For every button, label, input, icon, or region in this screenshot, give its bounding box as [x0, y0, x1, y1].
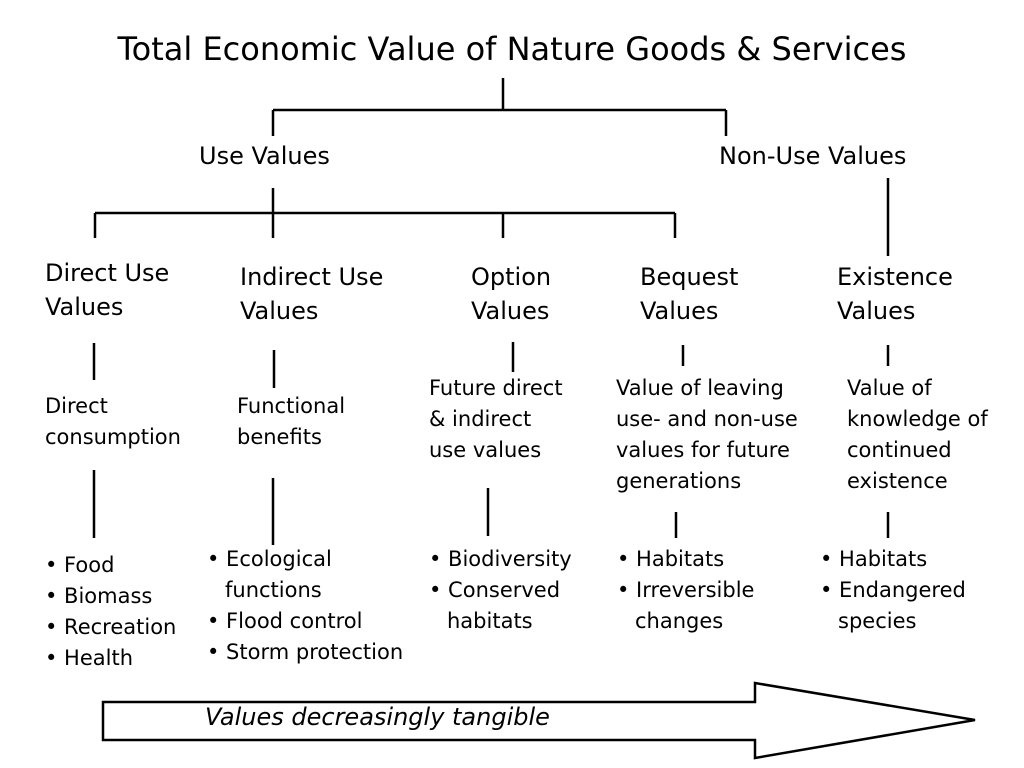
description-line: existence: [847, 469, 948, 493]
category-existence: Existence Values: [837, 260, 953, 328]
category-name-line1: Existence: [837, 263, 953, 291]
description-line: Future direct: [429, 376, 563, 400]
category-name-line1: Bequest: [640, 263, 739, 291]
description-line: benefits: [237, 425, 322, 449]
category-name-line1: Option: [471, 263, 552, 291]
examples-existence: • Habitats • Endangered species: [820, 544, 966, 637]
description-line: Value of: [847, 376, 932, 400]
category-name-line2: Values: [640, 297, 719, 325]
list-item: species: [838, 609, 917, 633]
list-item: • Endangered: [820, 578, 966, 602]
category-direct-use: Direct Use Values: [45, 256, 169, 324]
category-name-line2: Values: [471, 297, 550, 325]
list-item: • Recreation: [45, 615, 177, 639]
description-line: Direct: [45, 394, 108, 418]
tangibility-arrow: [101, 681, 976, 760]
category-name-line1: Indirect Use: [240, 263, 384, 291]
arrow-label: Values decreasingly tangible: [205, 703, 550, 731]
non-use-values-label: Non-Use Values: [719, 142, 907, 170]
examples-indirect-use: • Ecological functions • Flood control •…: [207, 544, 403, 668]
list-item: • Flood control: [207, 609, 363, 633]
list-item: habitats: [447, 609, 533, 633]
description-bequest: Value of leaving use- and non-use values…: [616, 373, 798, 497]
category-indirect-use: Indirect Use Values: [240, 260, 383, 328]
description-line: generations: [616, 469, 742, 493]
description-option: Future direct & indirect use values: [429, 373, 563, 466]
list-item: • Habitats: [820, 547, 928, 571]
examples-bequest: • Habitats • Irreversible changes: [617, 544, 754, 637]
list-item: • Food: [45, 553, 115, 577]
category-option: Option Values: [471, 260, 551, 328]
category-bequest: Bequest Values: [640, 260, 738, 328]
list-item: • Habitats: [617, 547, 725, 571]
examples-option: • Biodiversity • Conserved habitats: [429, 544, 572, 637]
list-item: • Irreversible: [617, 578, 755, 602]
description-line: consumption: [45, 425, 181, 449]
list-item: • Conserved: [429, 578, 561, 602]
category-name-line2: Values: [240, 297, 319, 325]
list-item: • Health: [45, 646, 134, 670]
category-name-line2: Values: [45, 293, 124, 321]
list-item: • Ecological: [207, 547, 332, 571]
description-line: & indirect: [429, 407, 532, 431]
category-name-line2: Values: [837, 297, 916, 325]
list-item: • Biomass: [45, 584, 153, 608]
use-values-label: Use Values: [199, 142, 330, 170]
diagram-title: Total Economic Value of Nature Goods & S…: [117, 30, 907, 68]
list-item: • Biodiversity: [429, 547, 572, 571]
list-item: • Storm protection: [207, 640, 404, 664]
description-indirect-use: Functional benefits: [237, 391, 345, 453]
description-line: Value of leaving: [616, 376, 784, 400]
description-line: use values: [429, 438, 542, 462]
description-line: Functional: [237, 394, 346, 418]
examples-direct-use: • Food • Biomass • Recreation • Health: [45, 550, 176, 674]
list-item: changes: [635, 609, 724, 633]
description-line: values for future: [616, 438, 790, 462]
description-line: knowledge of: [847, 407, 988, 431]
description-existence: Value of knowledge of continued existenc…: [847, 373, 988, 497]
category-name-line1: Direct Use: [45, 259, 170, 287]
list-item: functions: [225, 578, 322, 602]
description-line: use- and non-use: [616, 407, 798, 431]
description-direct-use: Direct consumption: [45, 391, 181, 453]
description-line: continued: [847, 438, 952, 462]
